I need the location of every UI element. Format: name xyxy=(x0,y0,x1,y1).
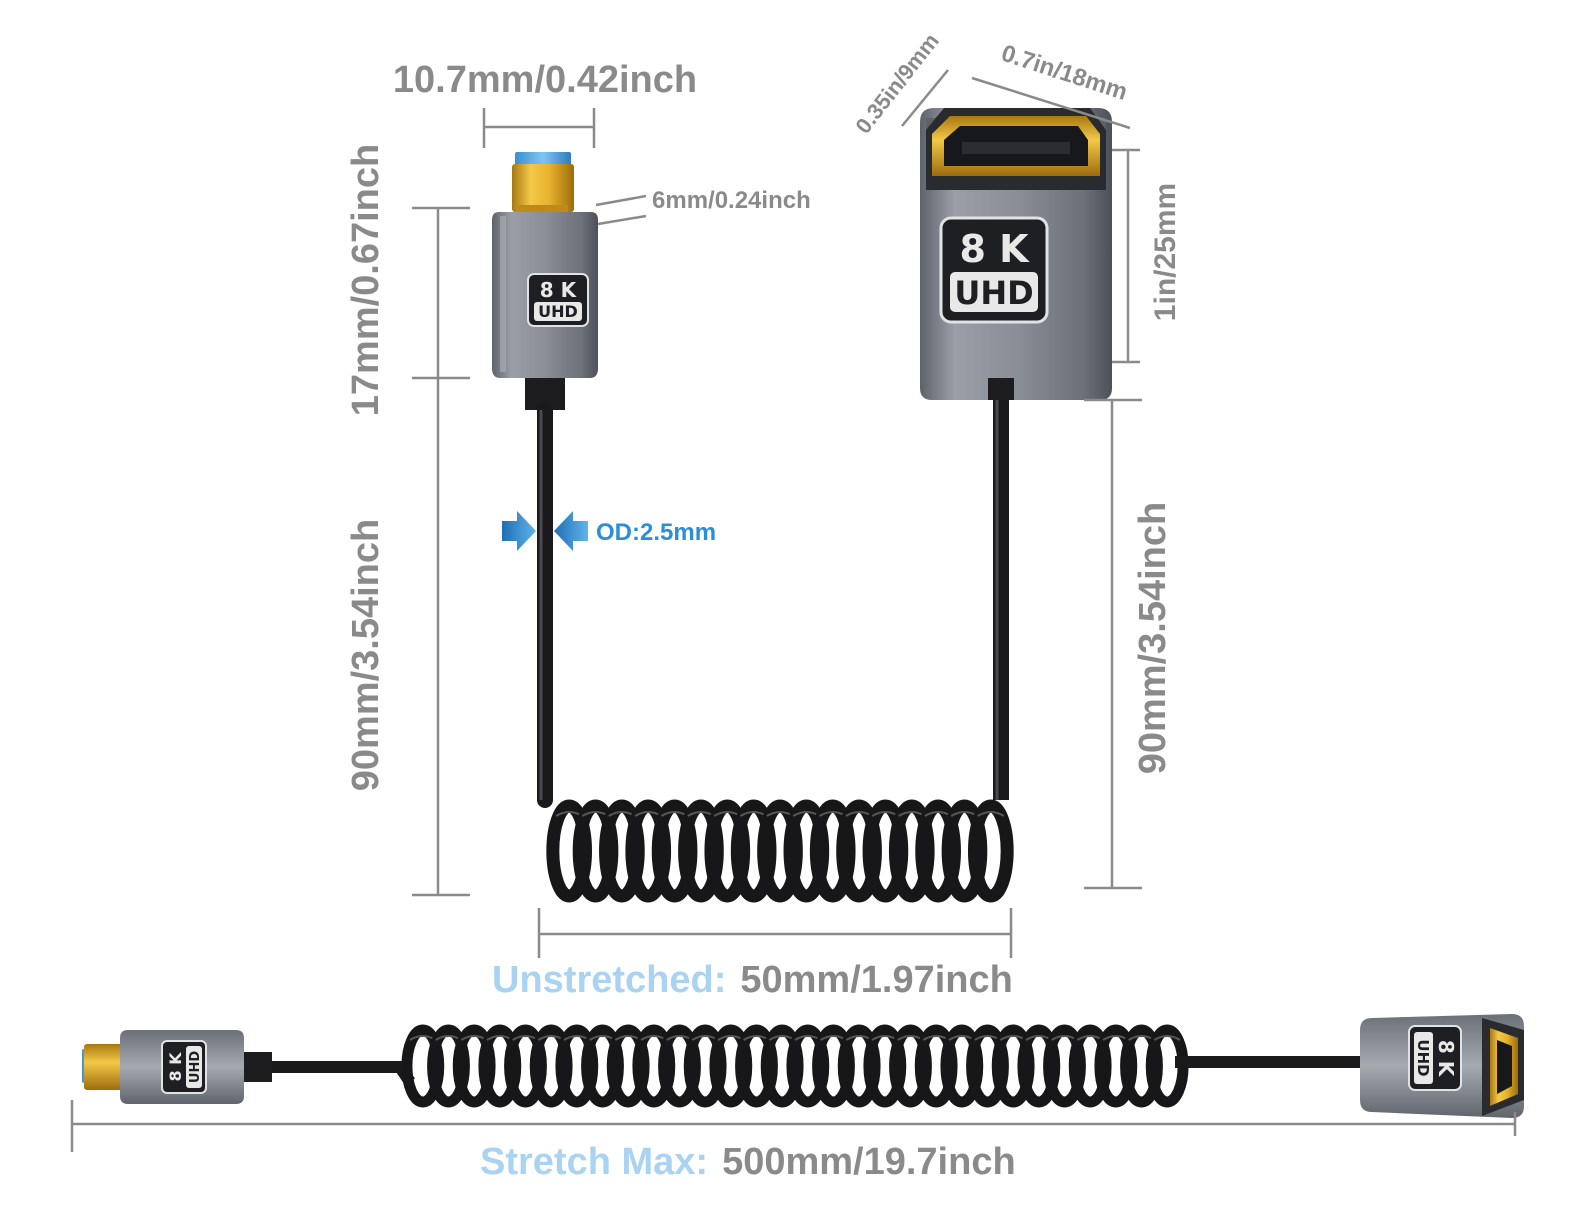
svg-text:8 K: 8 K xyxy=(540,278,578,302)
plug-8k-uhd-badge: 8 K UHD xyxy=(527,273,589,327)
coil-loop xyxy=(658,1024,701,1108)
unstretched-label: Unstretched: xyxy=(492,959,726,1001)
svg-text:UHD: UHD xyxy=(1414,1039,1432,1076)
plug-gold-tip xyxy=(512,164,574,212)
stretched-caption: Stretch Max: 500mm/19.7inch xyxy=(480,1141,1016,1183)
coil-highlight xyxy=(1153,1035,1181,1041)
coil-loop xyxy=(709,1024,753,1108)
coil-loop xyxy=(760,1024,804,1108)
plug-height-label: 17mm/0.67inch xyxy=(345,144,387,416)
socket-depth-line xyxy=(901,69,949,127)
stretched-value: 500mm/19.7inch xyxy=(722,1141,1016,1183)
coiled-cable-stretched xyxy=(401,1024,1189,1108)
coil-loop xyxy=(606,1024,650,1108)
plug-width-label: 10.7mm/0.42inch xyxy=(393,59,697,101)
hdmi-female-socket: 8 K UHD xyxy=(920,108,1112,400)
coil-loop xyxy=(966,1024,1009,1108)
unstretched-value: 50mm/1.97inch xyxy=(740,959,1012,1001)
coil-loop xyxy=(1068,1024,1112,1108)
svg-text:8 K: 8 K xyxy=(959,227,1030,271)
coil-loop xyxy=(1043,1024,1086,1108)
coil-loop xyxy=(940,1024,984,1108)
coil-loop xyxy=(632,1024,676,1108)
outer-diameter-label: OD:2.5mm xyxy=(596,519,716,546)
plug-thickness-line-bottom xyxy=(597,214,647,226)
stretched-plug-gold-tip xyxy=(84,1044,124,1090)
coil-loop xyxy=(863,1024,907,1108)
cable-left-height-label: 90mm/3.54inch xyxy=(345,519,387,791)
coil-loop xyxy=(914,1024,958,1108)
micro-hdmi-plug: 8 K UHD xyxy=(492,152,598,410)
coiled-cable-unstretched xyxy=(546,799,1014,903)
svg-text:UHD: UHD xyxy=(954,274,1033,312)
stretched-plug-badge: 8 K UHD xyxy=(161,1040,207,1094)
coil-loop xyxy=(1017,1024,1061,1108)
socket-height-label: 1in/25mm xyxy=(1149,183,1182,321)
coil-loop xyxy=(529,1024,573,1108)
coil-loop xyxy=(1120,1024,1163,1108)
plug-thickness-line-top xyxy=(595,194,647,207)
socket-width-label: 0.7in/18mm xyxy=(998,40,1131,106)
plug-blue-tip xyxy=(515,152,571,166)
coil-loop xyxy=(401,1024,445,1108)
socket-8k-uhd-badge: 8 K UHD xyxy=(939,216,1049,324)
coil-loop xyxy=(504,1024,547,1108)
coil-loop xyxy=(786,1024,830,1108)
coil-loop xyxy=(683,1024,727,1108)
stretched-cable-left-segment xyxy=(272,1061,415,1086)
unstretched-caption: Unstretched: 50mm/1.97inch xyxy=(492,959,1013,1001)
cable-right-height-label: 90mm/3.54inch xyxy=(1132,502,1174,774)
svg-text:8 K: 8 K xyxy=(166,1052,185,1082)
coil-highlight xyxy=(977,811,1005,817)
socket-width-line xyxy=(971,76,1131,130)
coil-loop xyxy=(478,1024,522,1108)
stretched-plug-strain-relief xyxy=(244,1052,272,1082)
svg-text:UHD: UHD xyxy=(188,1051,203,1083)
stretched-cable: 8 K UHD 8 K UHD xyxy=(82,1014,1524,1118)
plug-thickness-label: 6mm/0.24inch xyxy=(652,187,811,214)
coil-loop xyxy=(889,1024,932,1108)
coil-loop xyxy=(452,1024,496,1108)
coil-loop xyxy=(735,1024,778,1108)
coil-loop xyxy=(581,1024,624,1108)
coil-loop xyxy=(1094,1024,1138,1108)
od-arrow-left xyxy=(554,511,588,551)
coil-loop xyxy=(812,1024,855,1108)
od-arrows xyxy=(502,511,588,551)
od-arrow-right xyxy=(502,511,536,551)
stretched-socket: 8 K UHD xyxy=(1360,1014,1524,1118)
coil-loop xyxy=(555,1024,599,1108)
socket-strain-relief xyxy=(988,378,1014,400)
coil-loop xyxy=(837,1024,881,1108)
coil-loop xyxy=(967,799,1014,903)
stretched-label: Stretch Max: xyxy=(480,1141,708,1183)
coil-loop xyxy=(427,1024,470,1108)
coil-loop xyxy=(991,1024,1035,1108)
svg-text:8 K: 8 K xyxy=(1434,1040,1458,1078)
svg-text:UHD: UHD xyxy=(538,302,578,321)
